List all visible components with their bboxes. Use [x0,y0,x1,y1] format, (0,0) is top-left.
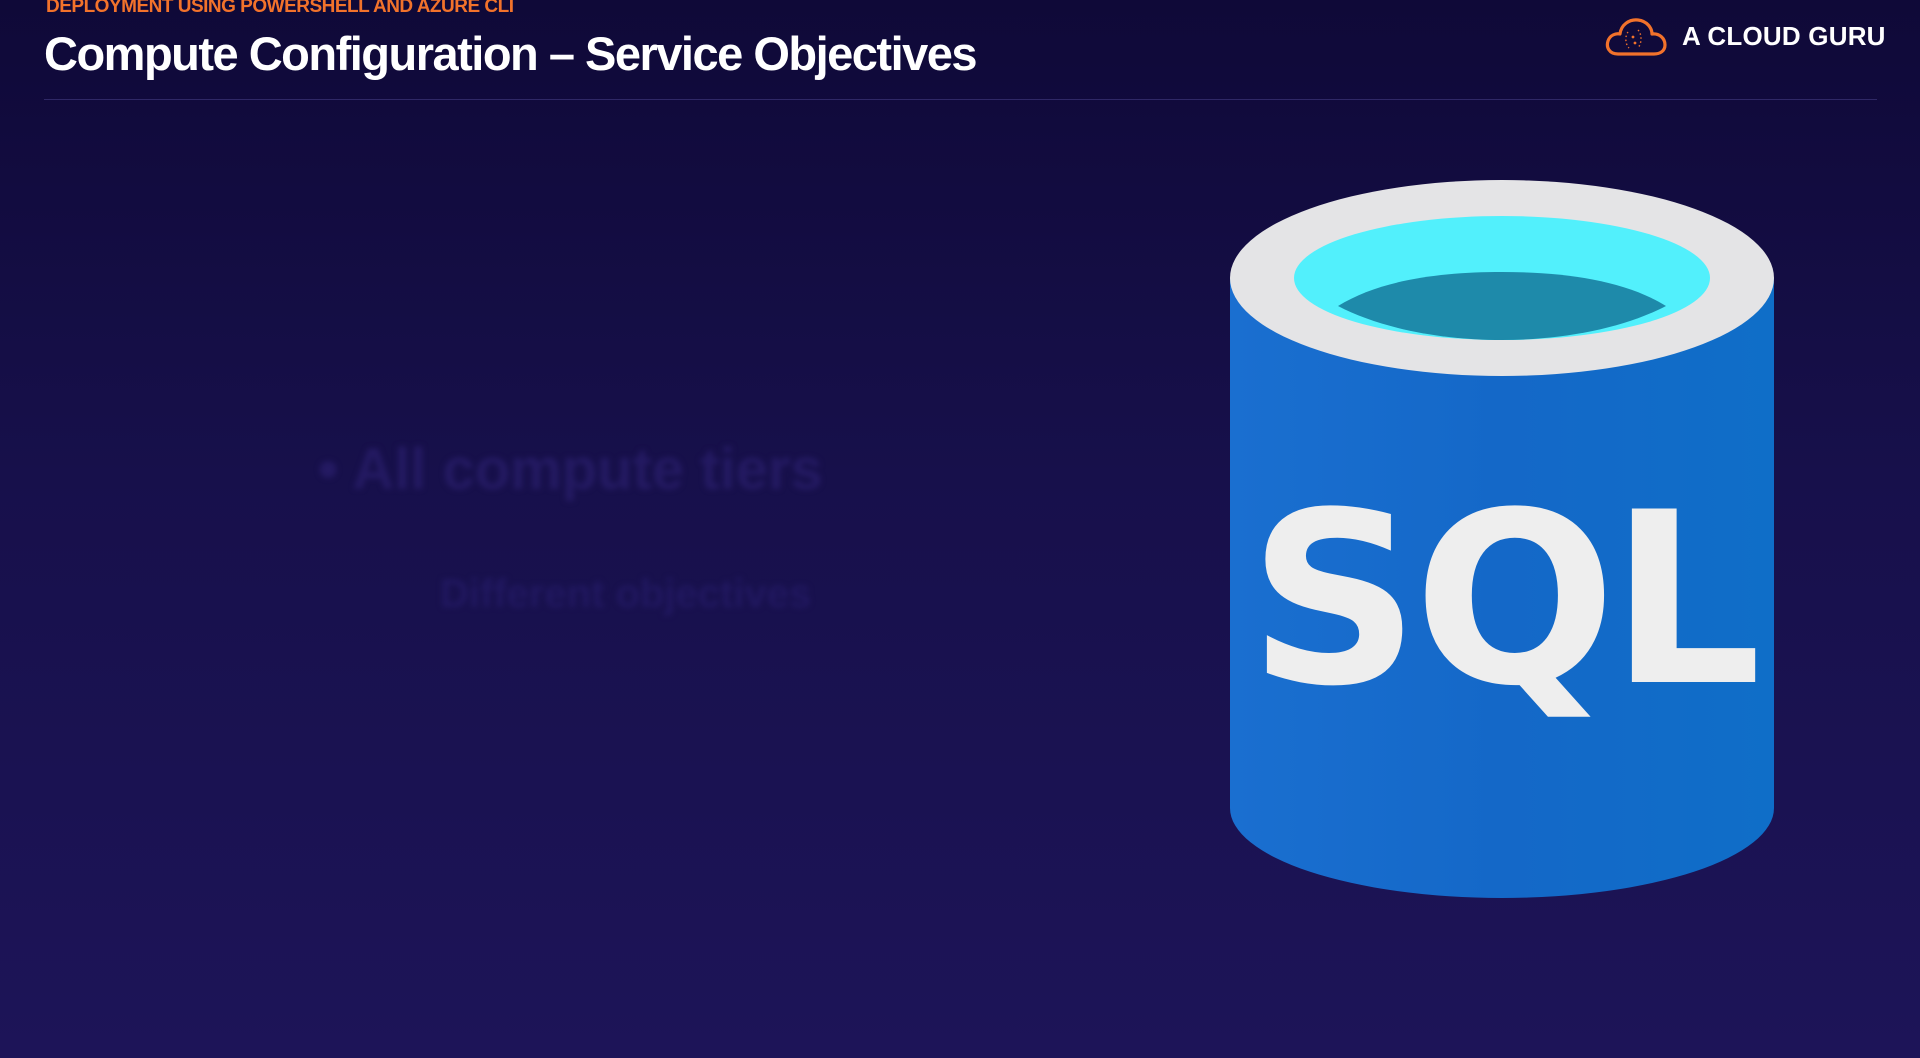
faded-bullet-text: • All compute tiers [318,437,823,502]
cylinder-body [1230,278,1774,898]
slide-header: DEPLOYMENT USING POWERSHELL AND AZURE CL… [0,0,1920,100]
sql-label: SQL [1248,462,1756,739]
sql-database-icon: SQL [1230,180,1774,898]
water-depth [1338,272,1666,340]
slide-eyebrow: DEPLOYMENT USING POWERSHELL AND AZURE CL… [46,0,514,17]
slide-title: Compute Configuration – Service Objectiv… [44,27,978,80]
cloud-icon [1605,18,1667,56]
faded-subtext: Different objectives [440,572,812,616]
brand-name: A CLOUD GURU [1682,20,1886,51]
brand-logo: A CLOUD GURU [1604,14,1886,58]
header-divider [44,99,1877,100]
